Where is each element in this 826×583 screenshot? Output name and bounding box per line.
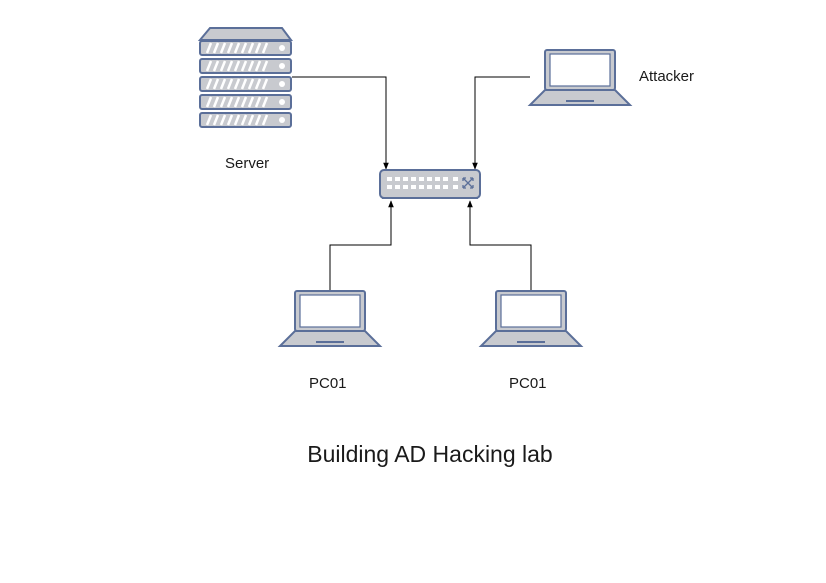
pc-left-label: PC01 [309, 375, 347, 392]
laptop-icon [277, 290, 383, 347]
network-switch-icon [379, 169, 481, 199]
connections [292, 76, 532, 291]
attacker-label: Attacker [639, 68, 695, 85]
edge-server-switch [292, 76, 389, 170]
laptop-icon [527, 49, 633, 106]
edge-pc-left-switch [329, 200, 394, 291]
server-icon [197, 27, 293, 128]
edge-pc-right-switch [467, 200, 532, 291]
pc-right-label: PC01 [509, 375, 547, 392]
server-label: Server [225, 155, 270, 172]
diagram-title: Building AD Hacking lab [307, 441, 553, 467]
laptop-icon [478, 290, 584, 347]
edge-attacker-switch [472, 76, 530, 170]
